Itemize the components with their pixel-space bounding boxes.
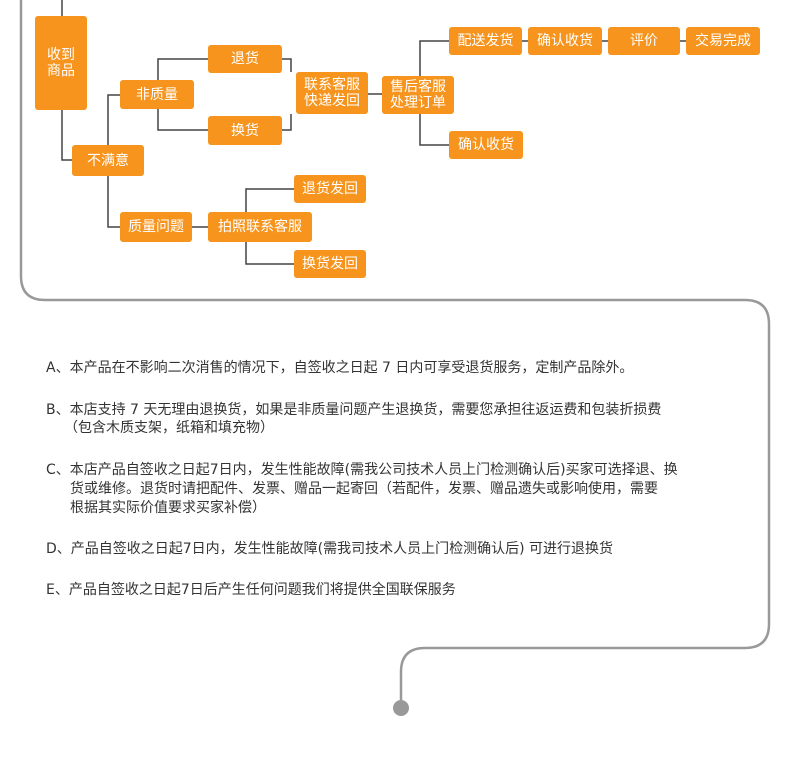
node-after-sales-line-2: 处理订单 — [390, 95, 446, 111]
node-return: 退货 — [208, 45, 282, 73]
policy-item-c-line-3: 根据其实际价值要求买家补偿） — [70, 500, 266, 516]
node-received-line-2: 商品 — [47, 63, 75, 79]
node-confirm-receipt-1: 确认收货 — [528, 27, 602, 55]
policy-item-a-line-1: A、本产品在不影响二次消售的情况下，自签收之日起 7 日内可享受退货服务，定制产… — [46, 360, 634, 376]
node-review: 评价 — [608, 27, 680, 55]
policy-item-b-line-1: B、本店支持 7 天无理由退换货，如果是非质量问题产生退换货，需要您承担往返运费… — [46, 402, 662, 418]
policy-item-d-line-1: D、产品自签收之日起7日内，发生性能故障(需我司技术人员上门检测确认后) 可进行… — [46, 541, 614, 557]
node-dispatch: 配送发货 — [449, 27, 522, 55]
frame-top-border — [19, 0, 771, 700]
node-return-send-back: 退货发回 — [294, 175, 366, 203]
policy-item-e-line-1: E、产品自签收之日起7日后产生任何问题我们将提供全国联保服务 — [46, 582, 456, 598]
node-contact-cs-line-1: 联系客服 — [304, 77, 360, 93]
node-exchange-send-back: 换货发回 — [294, 250, 366, 278]
policy-item-c-line-2: 货或维修。退货时请把配件、发票、赠品一起寄回（若配件，发票、赠品遗失或影响使用，… — [70, 481, 658, 497]
node-exchange: 换货 — [208, 116, 282, 145]
node-after-sales-line-1: 售后客服 — [390, 79, 446, 95]
node-confirm-receipt-2: 确认收货 — [449, 131, 523, 159]
node-deal-done: 交易完成 — [686, 27, 760, 55]
node-photo-contact-cs: 拍照联系客服 — [208, 212, 312, 242]
node-received: 收到商品 — [35, 16, 87, 110]
flow-lines — [61, 0, 686, 265]
node-after-sales-cs: 售后客服处理订单 — [382, 76, 454, 114]
node-contact-cs-line-2: 快递发回 — [304, 93, 360, 109]
node-contact-cs-express: 联系客服快递发回 — [296, 72, 368, 114]
node-non-quality: 非质量 — [120, 80, 194, 109]
node-received-line-1: 收到 — [47, 47, 75, 63]
node-quality-issue: 质量问题 — [120, 212, 192, 242]
frame-end-dot — [393, 700, 409, 716]
policy-item-b-line-2: （包含木质支架，纸箱和填充物） — [64, 420, 274, 436]
policy-item-c-line-1: C、本店产品自签收之日起7日内，发生性能故障(需我公司技术人员上门检测确认后)买… — [46, 462, 678, 478]
node-unsatisfied: 不满意 — [72, 145, 144, 176]
